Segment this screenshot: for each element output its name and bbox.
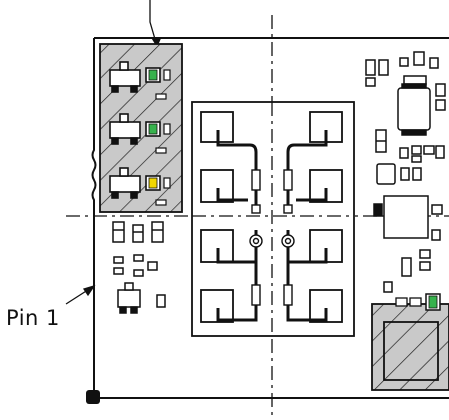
led-1 <box>146 68 170 82</box>
left-lower-components <box>113 222 165 313</box>
right-top-components <box>366 52 445 184</box>
origin-marker <box>86 390 100 404</box>
pin1-leader <box>66 286 94 304</box>
right-middle-components <box>374 196 442 292</box>
led-3 <box>146 176 170 190</box>
keepout-inner <box>384 322 438 380</box>
led-2 <box>146 122 170 136</box>
leader-top <box>150 0 160 46</box>
pin1-label: Pin 1 <box>6 306 60 330</box>
